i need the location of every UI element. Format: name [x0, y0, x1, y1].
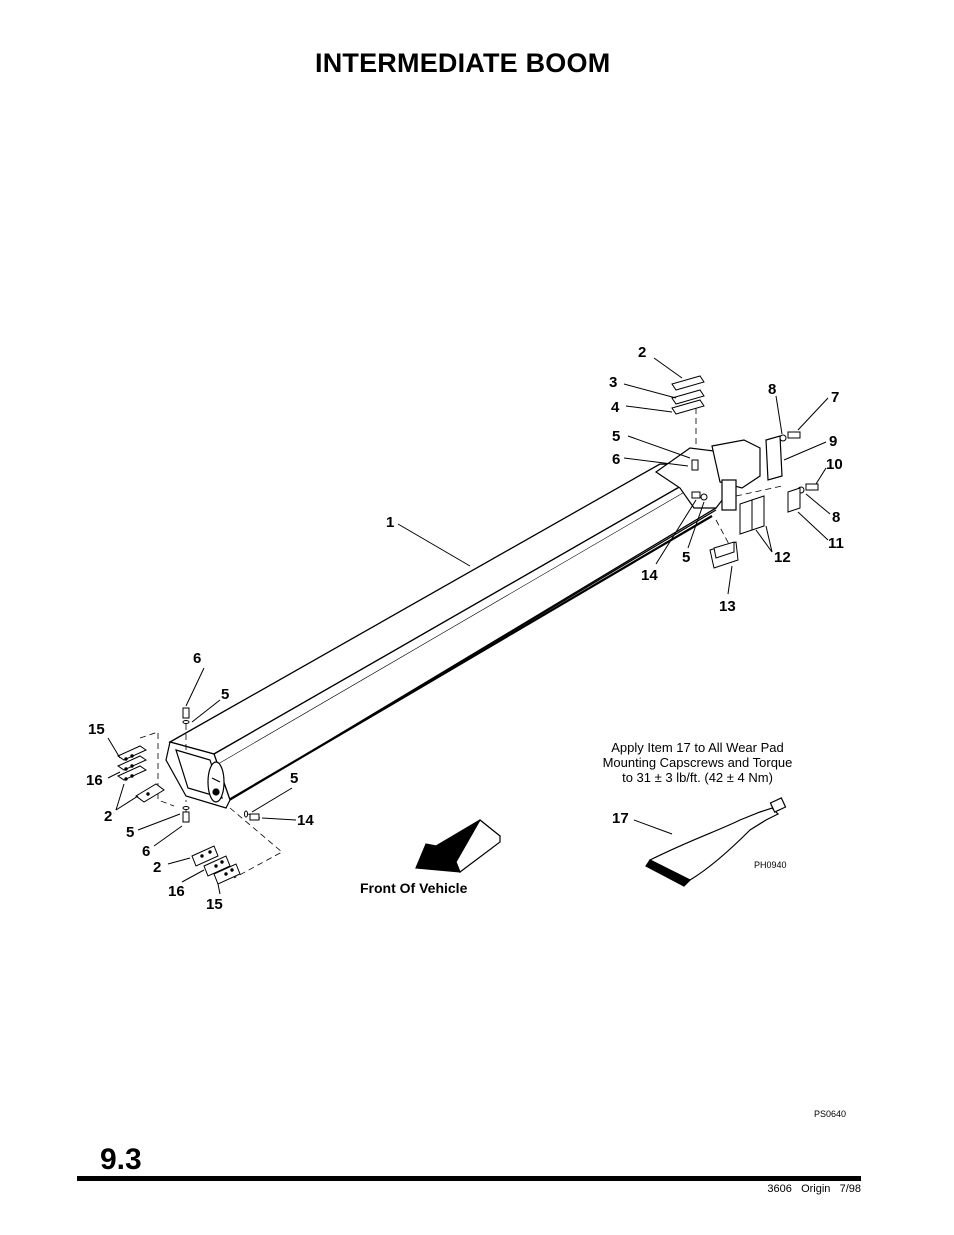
note-line-2: Mounting Capscrews and Torque: [602, 755, 793, 770]
boom-rear-end: [654, 435, 783, 511]
callout-11: 11: [828, 535, 844, 552]
callout-2: 2: [638, 344, 646, 361]
callout-6: 6: [193, 650, 201, 667]
footer-origin: Origin: [801, 1183, 831, 1195]
callout-14: 14: [297, 812, 314, 829]
torque-note: Apply Item 17 to All Wear Pad Mounting C…: [575, 740, 820, 785]
callout-17: 17: [612, 810, 629, 827]
callout-5: 5: [126, 824, 134, 841]
callout-8: 8: [768, 381, 776, 398]
callout-5: 5: [682, 549, 690, 566]
callout-5: 5: [612, 428, 620, 445]
front-of-vehicle-label: Front Of Vehicle: [360, 880, 468, 896]
note-line-3: to 31 ± 3 lb/ft. (42 ± 4 Nm): [622, 770, 773, 785]
boom-front-end: [165, 741, 231, 809]
section-number: 9.3: [100, 1143, 142, 1176]
callout-4: 4: [611, 399, 620, 416]
callout-6: 6: [142, 843, 150, 860]
rear-wear-pads: [671, 375, 801, 569]
callout-2: 2: [104, 808, 112, 825]
leader-lines: [107, 357, 831, 895]
callout-7: 7: [831, 389, 839, 406]
footer-date: 7/98: [839, 1183, 861, 1195]
figure-code: PS0640: [814, 1109, 847, 1119]
sealant-tube: [645, 797, 787, 887]
note-line-1: Apply Item 17 to All Wear Pad: [611, 740, 784, 755]
callout-14: 14: [641, 567, 658, 584]
phantom-lines-rear: [695, 408, 783, 547]
callout-16: 16: [86, 772, 103, 789]
callout-16: 16: [168, 883, 185, 900]
callout-1: 1: [386, 514, 394, 531]
callout-12: 12: [774, 549, 791, 566]
callout-15: 15: [88, 721, 105, 738]
page-title: INTERMEDIATE BOOM: [315, 48, 611, 78]
callout-13: 13: [719, 598, 736, 615]
callout-numbers: 1 2 3 4 5 6 8 7 9 10 8 11 12 5 14 13 6 5…: [86, 344, 844, 913]
front-capscrews: [182, 707, 260, 823]
callout-3: 3: [609, 374, 617, 391]
footer-model: 3606: [767, 1183, 792, 1195]
callout-8: 8: [832, 509, 840, 526]
callout-5: 5: [290, 770, 298, 787]
callout-9: 9: [829, 433, 837, 450]
tube-figure-code: PH0940: [754, 860, 787, 870]
page-footer: 3606 Origin 7/98: [767, 1183, 861, 1195]
bottom-wear-pads: [191, 845, 241, 885]
callout-10: 10: [826, 456, 843, 473]
front-of-vehicle-arrow: [415, 819, 502, 873]
callout-5: 5: [221, 686, 229, 703]
callout-2: 2: [153, 859, 161, 876]
callout-6: 6: [612, 451, 620, 468]
front-left-wear-pads: [116, 745, 165, 803]
callout-15: 15: [206, 896, 223, 913]
footer-rule: [77, 1176, 861, 1181]
